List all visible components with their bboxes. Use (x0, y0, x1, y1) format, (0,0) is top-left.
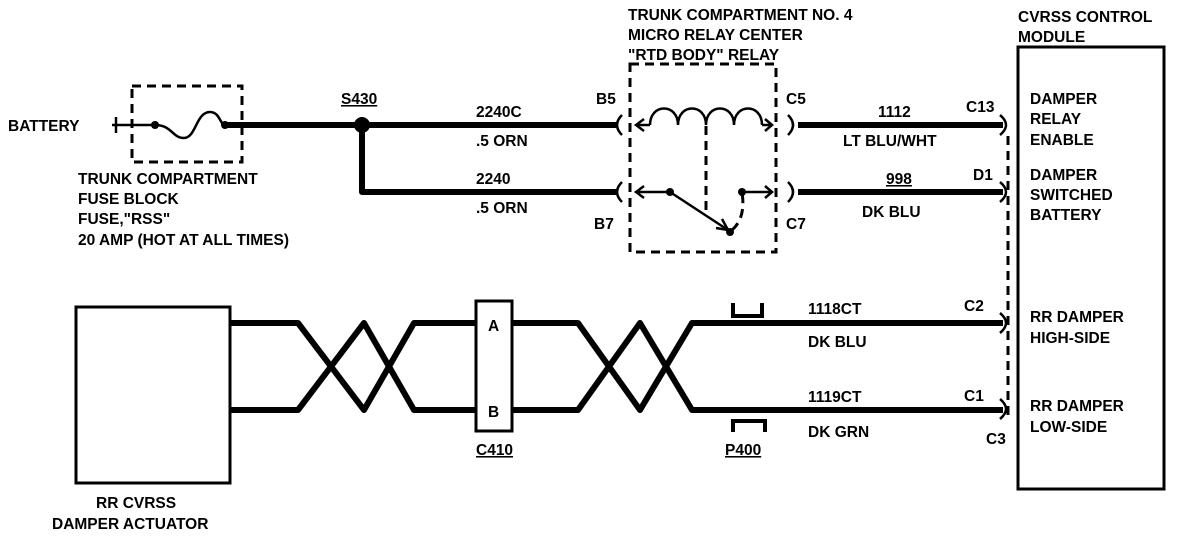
pin-b7: B7 (594, 216, 614, 233)
connector-c410-label: C410 (476, 442, 513, 459)
fuse-block-label-1: TRUNK COMPARTMENT (78, 171, 258, 188)
pin-b5: B5 (596, 91, 616, 108)
connector-pin-b: B (488, 404, 499, 421)
circuit-1118ct-number: 1118CT (808, 301, 862, 318)
circuit-2240-number: 2240 (476, 171, 510, 188)
module-input-3-line-2: HIGH-SIDE (1030, 330, 1110, 347)
circuit-1119ct-number: 1119CT (808, 389, 862, 406)
fuse-block-label-4: 20 AMP (HOT AT ALL TIMES) (78, 232, 289, 249)
circuit-1119ct-color: DK GRN (808, 424, 869, 441)
p400-mark (731, 419, 767, 432)
twisted-wire-high-1 (230, 320, 476, 413)
damper-actuator-box (74, 305, 232, 485)
pin-c1: C1 (964, 388, 984, 405)
control-module-box (1016, 45, 1166, 491)
circuit-1118ct-color: DK BLU (808, 334, 867, 351)
module-input-4-line-2: LOW-SIDE (1030, 419, 1107, 436)
module-input-2-line-1: DAMPER (1030, 167, 1097, 184)
battery-label: BATTERY (8, 118, 80, 135)
splice-label: S430 (341, 91, 377, 108)
module-input-1-line-2: RELAY (1030, 111, 1082, 128)
pin-d1: D1 (973, 167, 993, 184)
relay-box (628, 62, 778, 254)
relay-center-label-1: TRUNK COMPARTMENT NO. 4 (628, 7, 853, 24)
circuit-2240-color: .5 ORN (476, 200, 528, 217)
module-input-4-line-1: RR DAMPER (1030, 398, 1124, 415)
relay-center-label-3: "RTD BODY" RELAY (628, 47, 780, 64)
connector-p400-label: P400 (725, 442, 761, 459)
pin-c7: C7 (786, 216, 806, 233)
module-input-2-line-3: BATTERY (1030, 207, 1102, 224)
circuit-2240c-color: .5 ORN (476, 133, 528, 150)
circuit-998-color: DK BLU (862, 204, 921, 221)
circuit-998-number: 998 (886, 171, 912, 188)
actuator-label-2: DAMPER ACTUATOR (52, 516, 208, 533)
pin-c13: C13 (966, 99, 995, 116)
module-title-2: MODULE (1018, 29, 1085, 46)
pin-c3: C3 (986, 431, 1006, 448)
twisted-wire-high-2 (512, 320, 1003, 413)
circuit-1112-number: 1112 (878, 104, 911, 121)
module-input-1-line-1: DAMPER (1030, 91, 1097, 108)
fuse-element (154, 110, 226, 140)
relay-switch-arm (669, 190, 729, 232)
pin-c2: C2 (964, 298, 984, 315)
module-title-1: CVRSS CONTROL (1018, 9, 1152, 26)
twisted-wire-low-2 (512, 320, 1003, 413)
circuit-1112-color: LT BLU/WHT (843, 133, 937, 150)
actuator-label-1: RR CVRSS (96, 495, 176, 512)
relay-coil (648, 107, 764, 126)
circuit-2240c-number: 2240C (476, 104, 522, 121)
connector-pin-a: A (488, 318, 499, 335)
module-input-3-line-1: RR DAMPER (1030, 309, 1124, 326)
twisted-wire-low-1 (230, 320, 476, 413)
fuse-block-label-3: FUSE,"RSS" (78, 211, 170, 228)
module-input-2-line-2: SWITCHED (1030, 187, 1113, 204)
shield-drain-mark (731, 303, 764, 318)
pin-c5: C5 (786, 91, 806, 108)
relay-center-label-2: MICRO RELAY CENTER (628, 27, 803, 44)
connector-c410 (474, 299, 514, 433)
fuse-block-label-2: FUSE BLOCK (78, 191, 180, 208)
module-input-1-line-3: ENABLE (1030, 132, 1094, 149)
